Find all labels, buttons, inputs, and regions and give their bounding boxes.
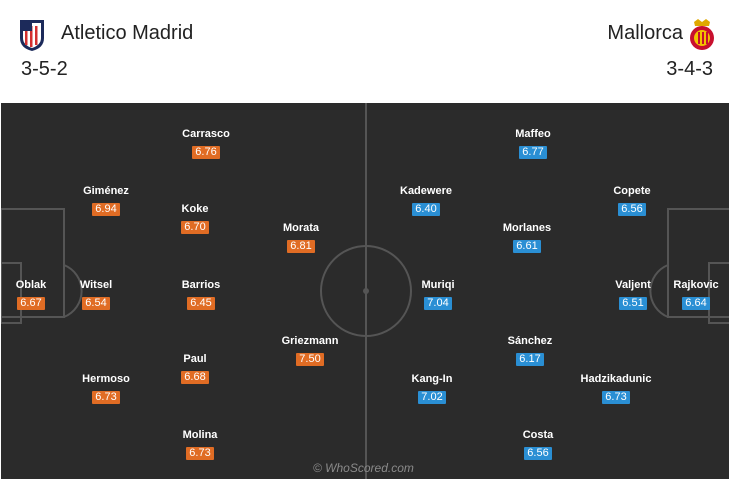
away-player-kang-in[interactable]: Kang-In 7.02 bbox=[372, 373, 492, 405]
home-player-hermoso[interactable]: Hermoso 6.73 bbox=[46, 373, 166, 405]
player-rating: 6.67 bbox=[17, 297, 45, 310]
away-player-sanchez[interactable]: Sánchez 6.17 bbox=[470, 335, 590, 367]
player-name: Copete bbox=[613, 185, 651, 197]
player-name: Hadzikadunic bbox=[580, 373, 652, 385]
player-name: Witsel bbox=[79, 279, 113, 291]
player-rating: 6.51 bbox=[619, 297, 647, 310]
player-name: Morlanes bbox=[502, 222, 552, 234]
away-player-copete[interactable]: Copete 6.56 bbox=[572, 185, 692, 217]
home-player-gimenez[interactable]: Giménez 6.94 bbox=[46, 185, 166, 217]
player-rating: 7.04 bbox=[424, 297, 452, 310]
player-name: Morata bbox=[282, 222, 320, 234]
away-player-kadewere[interactable]: Kadewere 6.40 bbox=[366, 185, 486, 217]
player-name: Carrasco bbox=[182, 128, 230, 140]
home-player-oblak[interactable]: Oblak 6.67 bbox=[1, 279, 91, 311]
player-rating: 6.64 bbox=[682, 297, 710, 310]
player-name: Sánchez bbox=[507, 335, 553, 347]
player-name: Rajkovic bbox=[673, 279, 719, 291]
pitch-markings bbox=[1, 103, 729, 479]
player-name: Giménez bbox=[83, 185, 129, 197]
pitch: Oblak 6.67 Giménez 6.94 Witsel 6.54 Herm… bbox=[1, 103, 729, 479]
player-name: Maffeo bbox=[515, 128, 551, 140]
player-rating: 6.56 bbox=[618, 203, 646, 216]
away-player-morlanes[interactable]: Morlanes 6.61 bbox=[467, 222, 587, 254]
player-rating: 6.17 bbox=[516, 353, 544, 366]
player-rating: 6.61 bbox=[513, 240, 541, 253]
player-name: Kadewere bbox=[400, 185, 452, 197]
watermark: © WhoScored.com bbox=[313, 461, 414, 475]
home-formation: 3-5-2 bbox=[21, 58, 68, 80]
away-player-muriqi[interactable]: Muriqi 7.04 bbox=[378, 279, 498, 311]
mallorca-crest-icon bbox=[690, 19, 714, 50]
player-name: Barrios bbox=[181, 279, 221, 291]
player-rating: 6.73 bbox=[602, 391, 630, 404]
away-player-maffeo[interactable]: Maffeo 6.77 bbox=[473, 128, 593, 160]
away-player-rajkovic[interactable]: Rajkovic 6.64 bbox=[636, 279, 729, 311]
home-player-griezmann[interactable]: Griezmann 7.50 bbox=[250, 335, 370, 367]
home-player-molina[interactable]: Molina 6.73 bbox=[140, 429, 260, 461]
away-player-hadzikadunic[interactable]: Hadzikadunic 6.73 bbox=[556, 373, 676, 405]
player-name: Muriqi bbox=[421, 279, 455, 291]
player-name: Valjent bbox=[615, 279, 651, 291]
player-rating: 7.02 bbox=[418, 391, 446, 404]
player-rating: 6.45 bbox=[187, 297, 215, 310]
home-player-witsel[interactable]: Witsel 6.54 bbox=[36, 279, 156, 311]
home-team-name[interactable]: Atletico Madrid bbox=[61, 22, 194, 44]
player-name: Hermoso bbox=[82, 373, 130, 385]
home-player-carrasco[interactable]: Carrasco 6.76 bbox=[146, 128, 266, 160]
player-name: Griezmann bbox=[281, 335, 339, 347]
player-rating: 6.77 bbox=[519, 146, 547, 159]
player-rating: 6.68 bbox=[181, 371, 209, 384]
away-team-name[interactable]: Mallorca bbox=[607, 22, 683, 44]
home-player-morata[interactable]: Morata 6.81 bbox=[241, 222, 361, 254]
player-rating: 6.73 bbox=[92, 391, 120, 404]
atletico-madrid-crest-icon bbox=[20, 20, 44, 51]
player-name: Paul bbox=[183, 353, 207, 365]
player-rating: 6.40 bbox=[412, 203, 440, 216]
away-player-valjent[interactable]: Valjent 6.51 bbox=[573, 279, 693, 311]
player-name: Koke bbox=[181, 203, 209, 215]
player-rating: 7.50 bbox=[296, 353, 324, 366]
player-name: Costa bbox=[522, 429, 554, 441]
home-player-paul[interactable]: Paul 6.68 bbox=[135, 353, 255, 385]
player-rating: 6.76 bbox=[192, 146, 220, 159]
away-formation: 3-4-3 bbox=[666, 58, 713, 80]
match-header: Atletico Madrid 3-5-2 Mallorca 3-4-3 bbox=[0, 0, 730, 100]
player-rating: 6.54 bbox=[82, 297, 110, 310]
player-rating: 6.56 bbox=[524, 447, 552, 460]
player-rating: 6.70 bbox=[181, 221, 209, 234]
player-rating: 6.94 bbox=[92, 203, 120, 216]
player-rating: 6.81 bbox=[287, 240, 315, 253]
home-player-koke[interactable]: Koke 6.70 bbox=[135, 203, 255, 235]
player-name: Molina bbox=[182, 429, 218, 441]
player-name: Oblak bbox=[15, 279, 47, 291]
home-player-barrios[interactable]: Barrios 6.45 bbox=[141, 279, 261, 311]
player-name: Kang-In bbox=[411, 373, 453, 385]
away-player-costa[interactable]: Costa 6.56 bbox=[478, 429, 598, 461]
player-rating: 6.73 bbox=[186, 447, 214, 460]
